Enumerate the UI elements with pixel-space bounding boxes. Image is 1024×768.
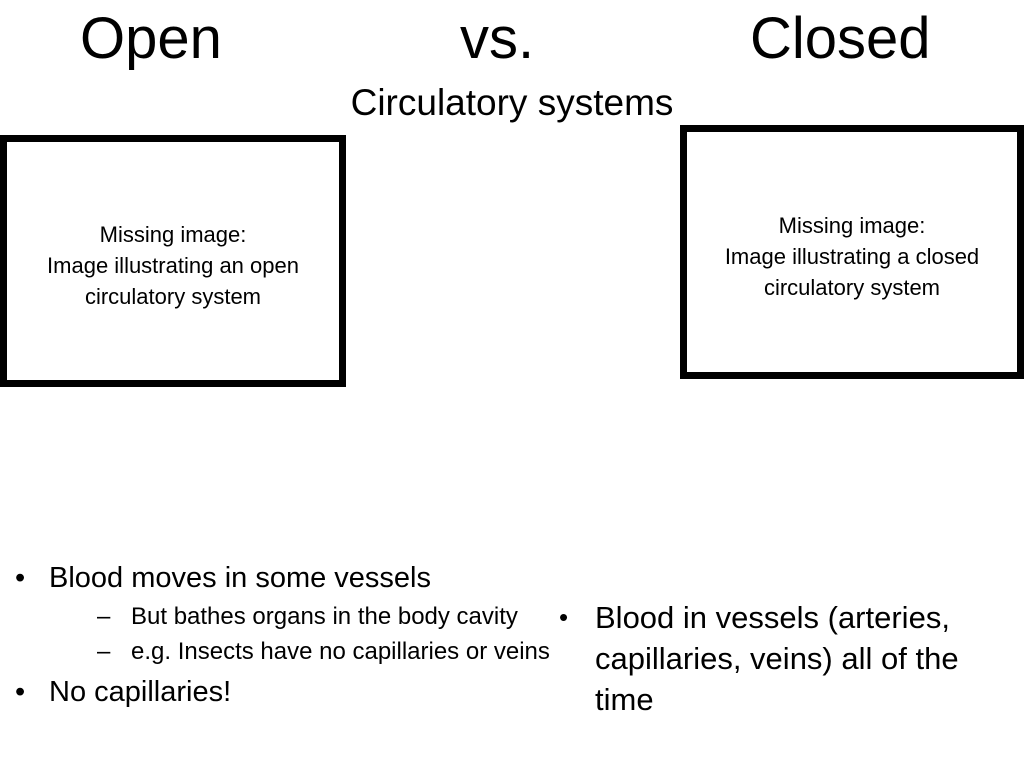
closed-system-points: • Blood in vessels (arteries, capillarie… — [555, 597, 1005, 720]
open-subpoints: – But bathes organs in the body cavity –… — [49, 602, 557, 666]
open-system-points: • Blood moves in some vessels – But bath… — [12, 560, 557, 710]
title-closed: Closed — [750, 6, 931, 71]
closed-image-caption: Missing image: Image illustrating a clos… — [687, 210, 1017, 303]
open-image-caption: Missing image: Image illustrating an ope… — [7, 219, 339, 312]
open-point-no-capillaries: • No capillaries! — [12, 674, 557, 710]
open-image-missing-label: Missing image: — [99, 222, 247, 247]
closed-image-missing-label: Missing image: — [778, 213, 926, 238]
open-image-description: Image illustrating an open — [47, 253, 299, 278]
open-image-description-cont: circulatory system — [84, 284, 262, 309]
closed-point-vessels-text: Blood in vessels (arteries, capillaries,… — [595, 600, 959, 717]
open-subpoint-body-cavity: – But bathes organs in the body cavity — [49, 602, 557, 631]
open-subpoint-insects-text: e.g. Insects have no capillaries or vein… — [131, 638, 550, 665]
dash-icon: – — [97, 638, 111, 665]
subtitle: Circulatory systems — [350, 82, 674, 123]
open-point-vessels-text: Blood moves in some vessels — [49, 562, 431, 594]
open-subpoint-body-cavity-text: But bathes organs in the body cavity — [131, 603, 518, 630]
open-system-image-placeholder: Missing image: Image illustrating an ope… — [0, 135, 346, 387]
closed-system-image-placeholder: Missing image: Image illustrating a clos… — [680, 125, 1024, 379]
bullet-icon: • — [559, 602, 569, 632]
title-vs: vs. — [460, 6, 535, 71]
open-point-no-capillaries-text: No capillaries! — [49, 676, 232, 708]
open-point-vessels: • Blood moves in some vessels – But bath… — [12, 560, 557, 666]
closed-image-description-cont: circulatory system — [763, 275, 941, 300]
open-subpoint-insects: – e.g. Insects have no capillaries or ve… — [49, 637, 557, 666]
bullet-icon: • — [15, 676, 26, 708]
closed-point-vessels: • Blood in vessels (arteries, capillarie… — [555, 597, 1005, 720]
dash-icon: – — [97, 603, 111, 630]
title-open: Open — [80, 6, 222, 71]
closed-image-description: Image illustrating a closed — [724, 244, 980, 269]
bullet-icon: • — [15, 562, 26, 594]
